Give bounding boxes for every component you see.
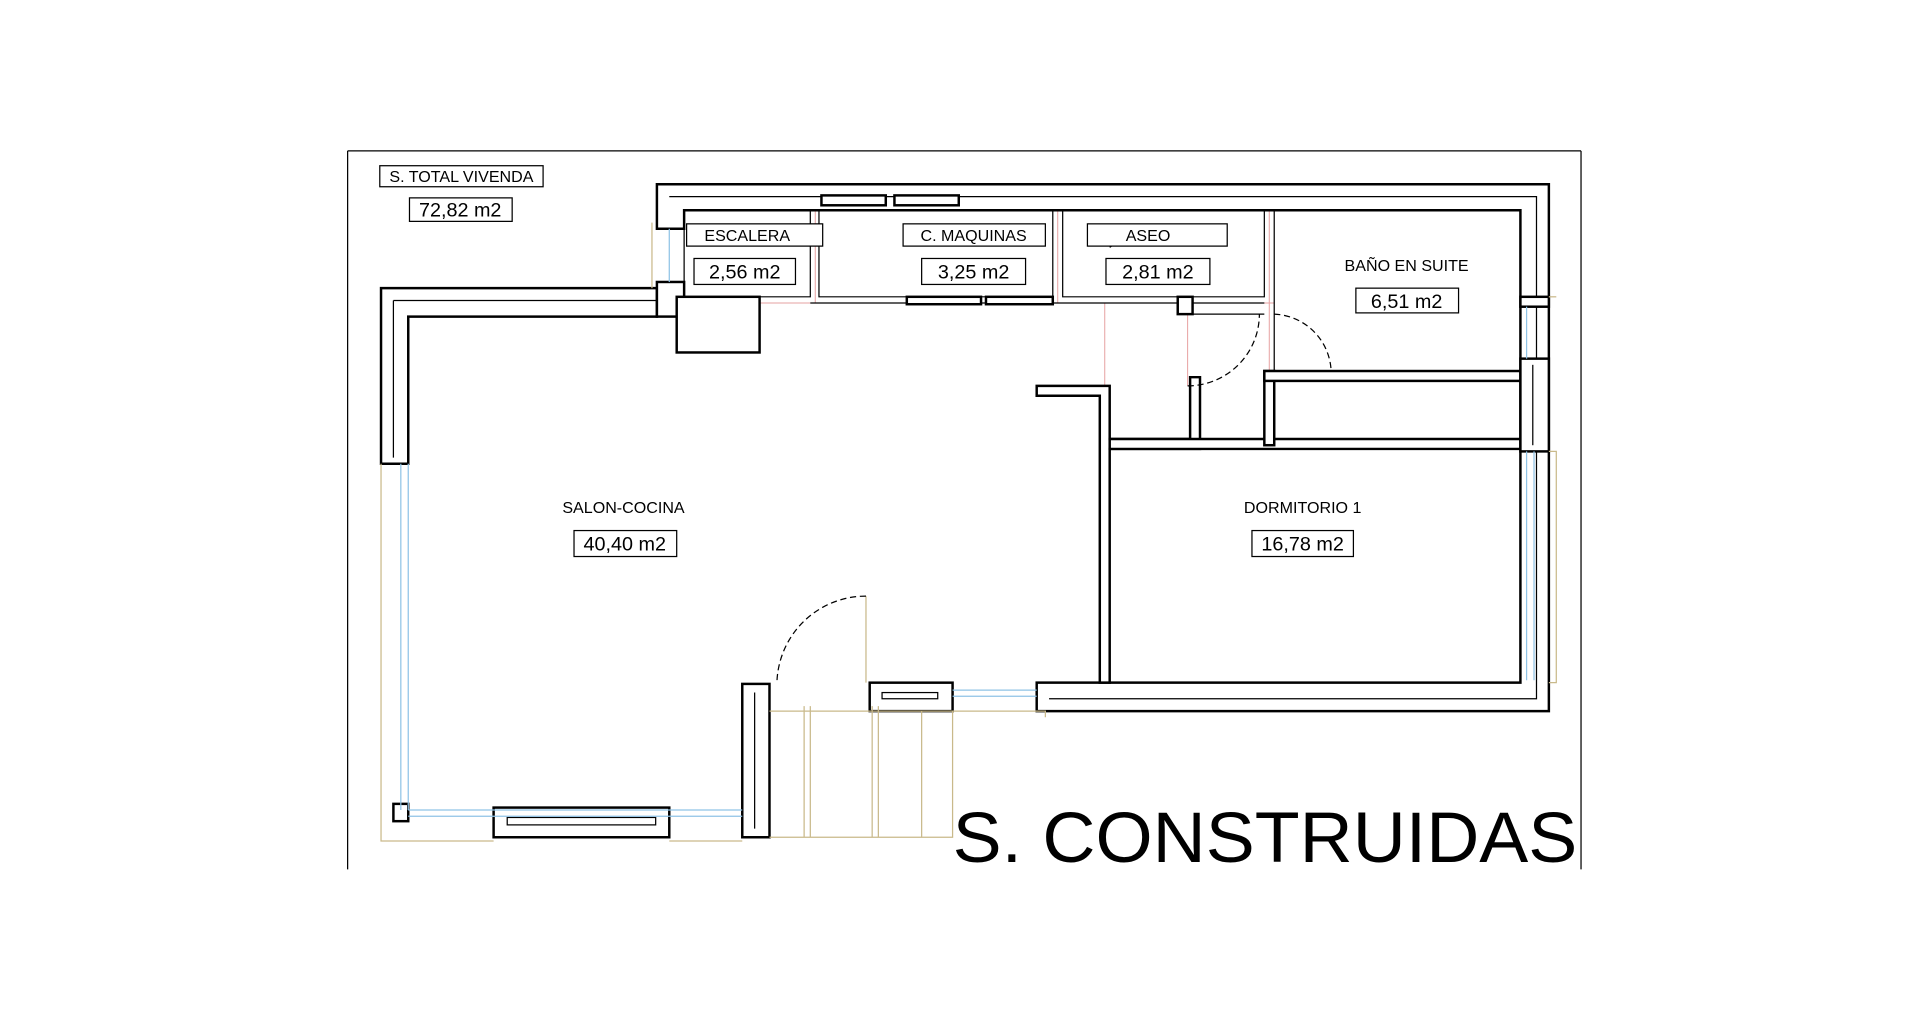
room-area: 2,81 m2 [1122,261,1193,283]
room-area: 2,56 m2 [709,261,780,283]
total-label: S. TOTAL VIVENDA [389,168,533,186]
room-c-maquinas: C. MAQUINAS 3,25 m2 [902,223,1046,286]
room-area: 6,51 m2 [1371,291,1442,313]
room-dormitorio-1: DORMITORIO 1 16,78 m2 [1244,499,1362,558]
room-name: ESCALERA [704,227,790,245]
door-arc-salon [776,595,866,683]
windows [400,228,1535,817]
total-area-label: S. TOTAL VIVENDA 72,82 m2 [379,165,544,222]
room-name: C. MAQUINAS [920,227,1026,245]
room-name: ASEO [1126,227,1171,245]
drawing-frame [347,150,1582,870]
room-escalera: ESCALERA 2,56 m2 [685,223,824,286]
total-area: 72,82 m2 [419,199,501,221]
room-area: 16,78 m2 [1261,533,1343,555]
room-name: DORMITORIO 1 [1244,499,1362,517]
room-name: BAÑO EN SUITE [1345,255,1469,275]
plan-title: S. CONSTRUIDAS [953,798,1578,878]
room-area: 40,40 m2 [583,533,665,555]
doors [776,234,1332,683]
room-bano-en-suite: BAÑO EN SUITE 6,51 m2 [1345,255,1469,314]
room-name: SALON-COCINA [562,499,685,517]
room-area: 3,25 m2 [938,261,1009,283]
room-salon-cocina: SALON-COCINA 40,40 m2 [562,499,685,558]
door-arc-bano [1274,313,1332,372]
guide-lines [684,184,1521,386]
terrace-outline [380,222,1557,842]
door-arc-aseo [1187,314,1260,387]
room-aseo: ASEO 2,81 m2 [1086,223,1228,286]
